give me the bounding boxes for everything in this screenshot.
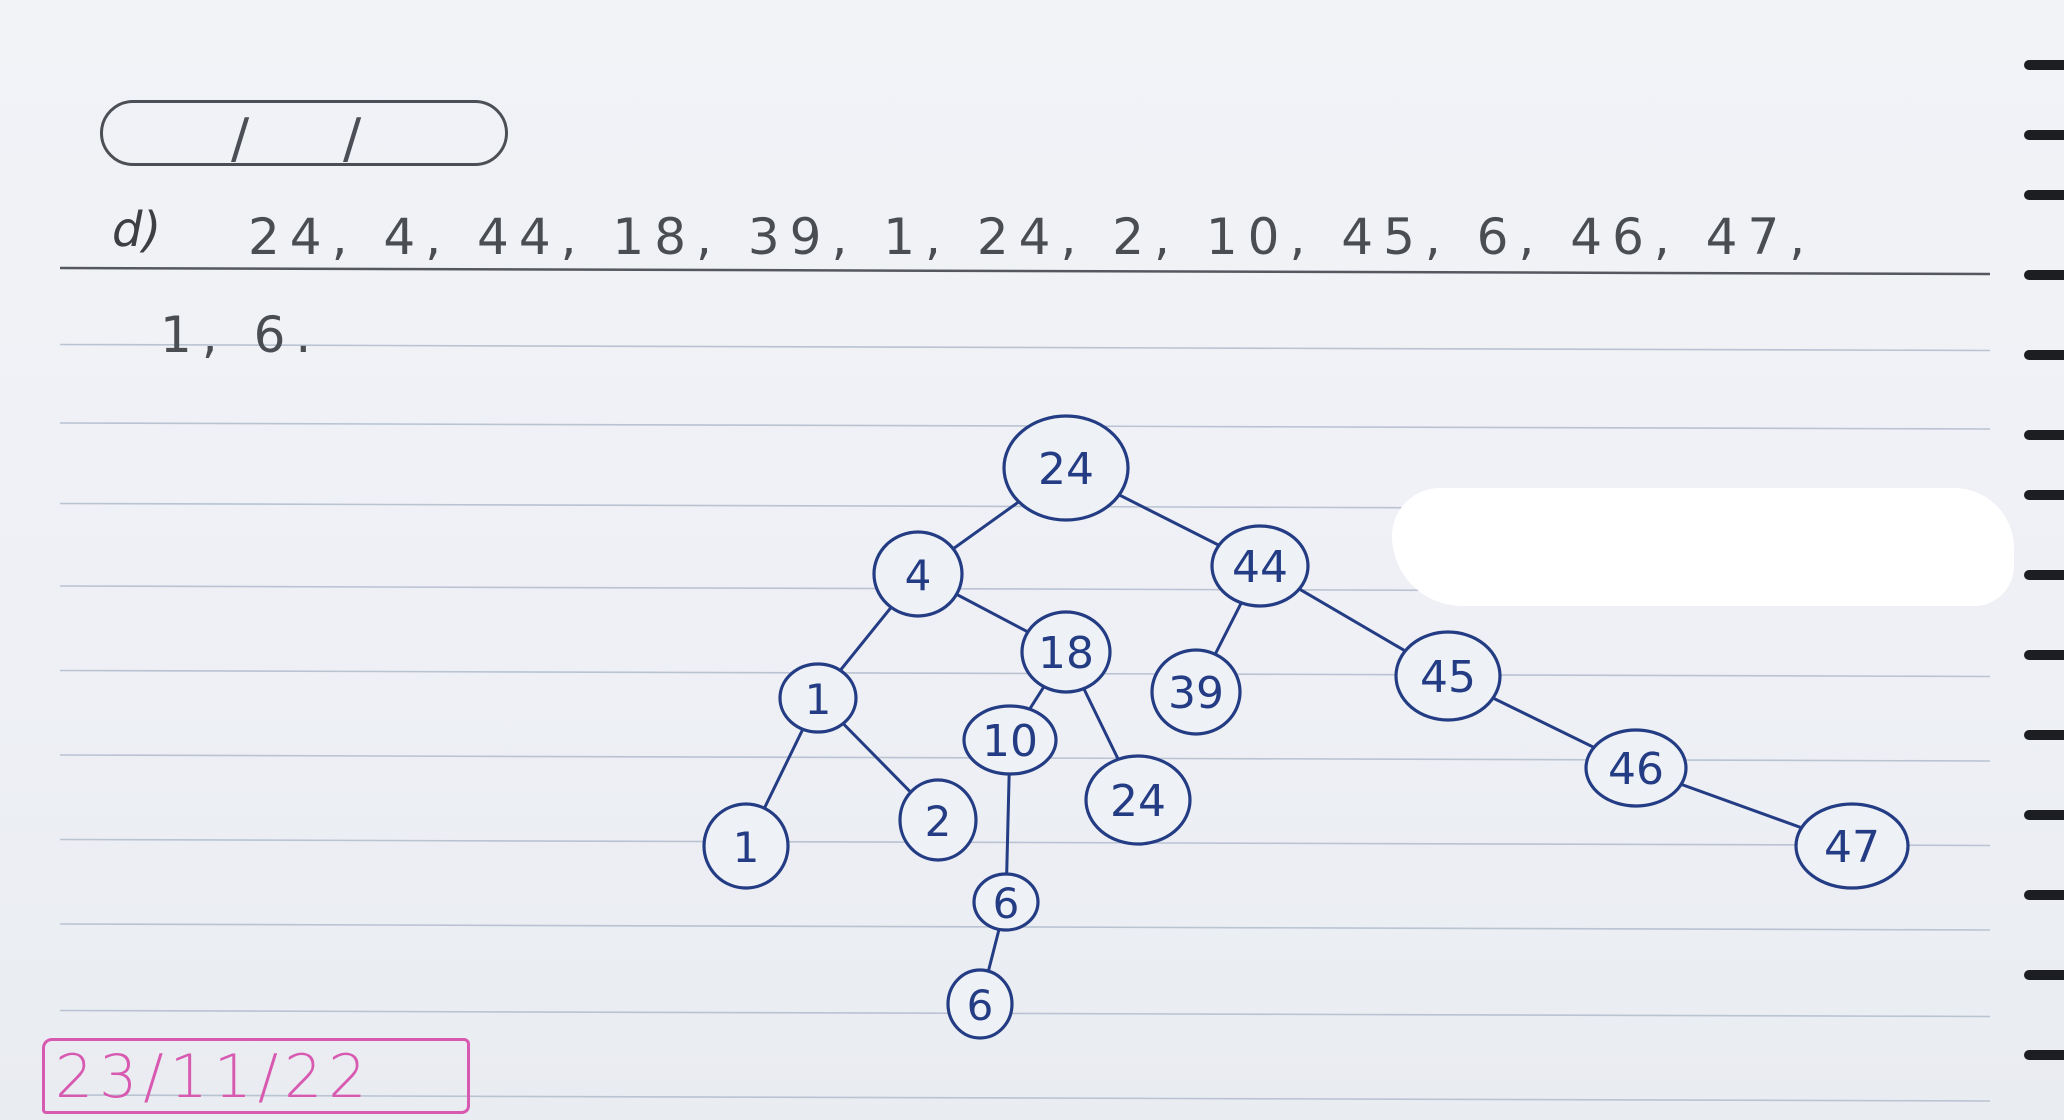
tree-node: 1 (702, 802, 790, 890)
node-label: 6 (967, 981, 994, 1030)
binding-ring (2024, 350, 2064, 360)
tree-node: 1 (778, 662, 858, 734)
node-label: 46 (1608, 744, 1664, 795)
ruled-line (59, 1094, 1991, 1102)
binding-ring (2024, 190, 2064, 200)
node-label: 39 (1168, 668, 1224, 719)
node-label: 4 (905, 551, 932, 600)
ruled-line (59, 422, 1991, 430)
node-circle (872, 530, 964, 618)
node-label: 45 (1420, 652, 1476, 703)
ruled-line (59, 838, 1991, 847)
date-stamp: 23/11/22 (42, 1038, 470, 1114)
tree-node: 44 (1210, 524, 1310, 608)
node-label: 24 (1110, 776, 1166, 827)
tree-node: 18 (1020, 610, 1112, 694)
ruled-line (59, 343, 1991, 352)
tree-node: 45 (1394, 630, 1502, 722)
ruled-line (59, 669, 1991, 678)
tree-node: 39 (1150, 648, 1242, 736)
node-circle (1794, 802, 1910, 890)
node-label: 6 (993, 879, 1020, 928)
date-separator: / (231, 107, 250, 170)
sequence-line-1: 24, 4, 44, 18, 39, 1, 24, 2, 10, 45, 6, … (248, 208, 1816, 266)
node-circle (1394, 630, 1502, 722)
tree-node: 2 (898, 778, 978, 862)
node-label: 1 (805, 675, 832, 724)
tree-node: 24 (1002, 414, 1130, 522)
binding-ring (2024, 970, 2064, 980)
ruled-line (59, 1009, 1991, 1018)
binding-ring (2024, 490, 2064, 500)
tree-node: 6 (972, 872, 1040, 932)
node-circle (946, 968, 1014, 1040)
tree-node: 46 (1584, 728, 1688, 808)
binding-ring (2024, 650, 2064, 660)
tree-node: 4 (872, 530, 964, 618)
node-circle (1584, 728, 1688, 808)
binding-ring (2024, 430, 2064, 440)
node-label: 1 (733, 823, 760, 872)
binding-ring (2024, 890, 2064, 900)
ruled-lines (59, 266, 1991, 1102)
date-separator: / (343, 107, 362, 170)
sequence-line-2: 1, 6. (160, 306, 322, 364)
tree-node: 10 (962, 704, 1058, 776)
node-circle (1084, 754, 1192, 846)
redaction-patch (1392, 488, 2014, 606)
ruled-line (59, 923, 1991, 931)
node-circle (778, 662, 858, 734)
node-label: 2 (925, 797, 952, 846)
binding-ring (2024, 130, 2064, 140)
node-circle (1002, 414, 1130, 522)
node-label: 10 (982, 716, 1038, 767)
item-label: d) (112, 202, 162, 258)
binding-ring (2024, 60, 2064, 70)
node-circle (972, 872, 1040, 932)
tree-node: 47 (1794, 802, 1910, 890)
node-circle (962, 704, 1058, 776)
node-circle (898, 778, 978, 862)
tree-node: 24 (1084, 754, 1192, 846)
binding-ring (2024, 570, 2064, 580)
binding-ring (2024, 1050, 2064, 1060)
node-circle (1020, 610, 1112, 694)
node-label: 18 (1038, 628, 1094, 679)
date-field: / / (100, 100, 508, 170)
binding-ring (2024, 270, 2064, 280)
binding-ring (2024, 730, 2064, 740)
node-label: 24 (1038, 444, 1094, 495)
node-circle (1210, 524, 1310, 608)
node-label: 47 (1824, 822, 1880, 873)
spiral-binding (2004, 40, 2064, 1120)
tree-node: 6 (946, 968, 1014, 1040)
node-label: 44 (1232, 542, 1288, 593)
node-circle (1150, 648, 1242, 736)
node-circle (702, 802, 790, 890)
binding-ring (2024, 810, 2064, 820)
ruled-line (59, 266, 1991, 276)
